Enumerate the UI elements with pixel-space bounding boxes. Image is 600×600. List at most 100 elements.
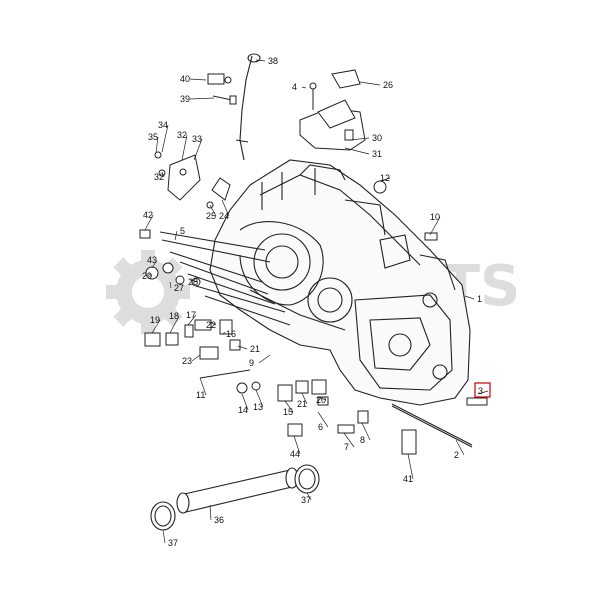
- callout-label-20[interactable]: 20: [316, 395, 326, 405]
- callout-label-10[interactable]: 10: [430, 212, 440, 222]
- leader-line: [209, 204, 217, 217]
- callout-label-9[interactable]: 9: [249, 358, 254, 368]
- leader-line: [349, 137, 370, 141]
- leader-line: [284, 400, 294, 413]
- callout-label-1[interactable]: 1: [477, 294, 482, 304]
- long-studs: [159, 231, 291, 326]
- long-bolt: [391, 403, 473, 448]
- callout-label-13[interactable]: 13: [253, 402, 263, 412]
- callout-label-6[interactable]: 6: [318, 422, 323, 432]
- leader-line: [255, 389, 264, 408]
- leader-line: [317, 396, 327, 401]
- callout-label-44[interactable]: 44: [290, 449, 300, 459]
- callout-label-34[interactable]: 34: [158, 120, 168, 130]
- leader-line: [155, 136, 159, 154]
- callout-label-32a[interactable]: 32: [177, 130, 187, 140]
- leader-line: [343, 432, 355, 448]
- callout-label-33[interactable]: 33: [192, 134, 202, 144]
- leader-line: [379, 177, 391, 182]
- leader-line: [464, 295, 475, 300]
- leader-line: [187, 314, 197, 326]
- callout-label-14[interactable]: 14: [238, 405, 248, 415]
- callout-label-37a[interactable]: 37: [168, 538, 178, 548]
- callout-label-15[interactable]: 15: [283, 407, 293, 417]
- leader-line: [455, 439, 465, 456]
- leader-line: [209, 321, 217, 326]
- callout-label-31[interactable]: 31: [372, 149, 382, 159]
- leader-line: [174, 230, 178, 241]
- callout-label-8[interactable]: 8: [360, 435, 365, 445]
- callout-label-17[interactable]: 17: [186, 310, 196, 320]
- leader-line: [147, 272, 153, 277]
- leader-line: [222, 331, 226, 335]
- small-parts: [139, 180, 488, 455]
- leader-line: [306, 492, 312, 501]
- callout-label-28[interactable]: 28: [188, 277, 198, 287]
- callout-label-29[interactable]: 29: [142, 271, 152, 281]
- leader-line: [317, 411, 329, 428]
- callout-label-18[interactable]: 18: [169, 311, 179, 321]
- leader-line: [221, 199, 230, 217]
- crankcase: [209, 159, 471, 406]
- cover-plate: [299, 69, 366, 151]
- leader-line: [169, 315, 180, 334]
- callout-label-36[interactable]: 36: [214, 515, 224, 525]
- leader-line: [144, 214, 154, 231]
- callout-label-12[interactable]: 12: [380, 173, 390, 183]
- callout-label-11[interactable]: 11: [196, 390, 205, 400]
- leader-line: [162, 529, 166, 544]
- selected-part-highlight: [474, 382, 491, 398]
- callout-label-30[interactable]: 30: [372, 133, 382, 143]
- leader-line: [191, 354, 201, 362]
- leader-line: [359, 81, 381, 86]
- leader-line: [151, 319, 161, 334]
- callout-label-38[interactable]: 38: [268, 56, 278, 66]
- leader-line: [161, 124, 169, 153]
- leader-line: [301, 392, 308, 405]
- oil-tube: [150, 464, 320, 531]
- leader-line: [199, 377, 207, 396]
- callout-label-35[interactable]: 35: [148, 132, 158, 142]
- callout-label-26[interactable]: 26: [383, 80, 393, 90]
- leader-line: [361, 422, 371, 441]
- leader-line: [209, 504, 212, 521]
- leader-line: [181, 134, 188, 161]
- leader-line: [301, 86, 307, 89]
- leader-line: [189, 78, 207, 81]
- callout-label-23[interactable]: 23: [182, 356, 192, 366]
- callout-label-3[interactable]: 3: [478, 386, 483, 396]
- callout-label-37b[interactable]: 37: [301, 495, 311, 505]
- callout-label-19[interactable]: 19: [150, 315, 160, 325]
- callout-label-41[interactable]: 41: [403, 474, 413, 484]
- callout-label-22[interactable]: 22: [206, 320, 216, 330]
- leader-line: [407, 453, 414, 480]
- callout-label-24[interactable]: 24: [219, 211, 229, 221]
- leader-line: [429, 216, 441, 236]
- dipstick-tube: [235, 53, 261, 161]
- callout-label-25[interactable]: 25: [206, 211, 216, 221]
- callout-label-16[interactable]: 16: [226, 329, 236, 339]
- callout-label-43[interactable]: 43: [147, 255, 157, 265]
- leader-line: [151, 259, 158, 269]
- leader-line: [255, 59, 266, 62]
- callout-label-4[interactable]: 4: [292, 82, 297, 92]
- callout-label-5[interactable]: 5: [180, 226, 185, 236]
- callout-label-21a[interactable]: 21: [250, 344, 260, 354]
- callout-label-2[interactable]: 2: [454, 450, 459, 460]
- leader-line: [241, 393, 249, 411]
- callout-label-42[interactable]: 42: [143, 210, 153, 220]
- callout-label-27[interactable]: 27: [174, 283, 184, 293]
- leader-line: [189, 279, 199, 283]
- callout-label-39[interactable]: 39: [180, 94, 190, 104]
- leader-line: [258, 354, 271, 364]
- callout-label-40[interactable]: 40: [180, 74, 190, 84]
- callout-label-7[interactable]: 7: [344, 442, 349, 452]
- callout-label-21b[interactable]: 21: [297, 399, 307, 409]
- callout-label-32b[interactable]: 32: [154, 172, 164, 182]
- leader-line: [161, 171, 165, 178]
- leader-line: [237, 345, 248, 350]
- leader-line: [293, 435, 301, 455]
